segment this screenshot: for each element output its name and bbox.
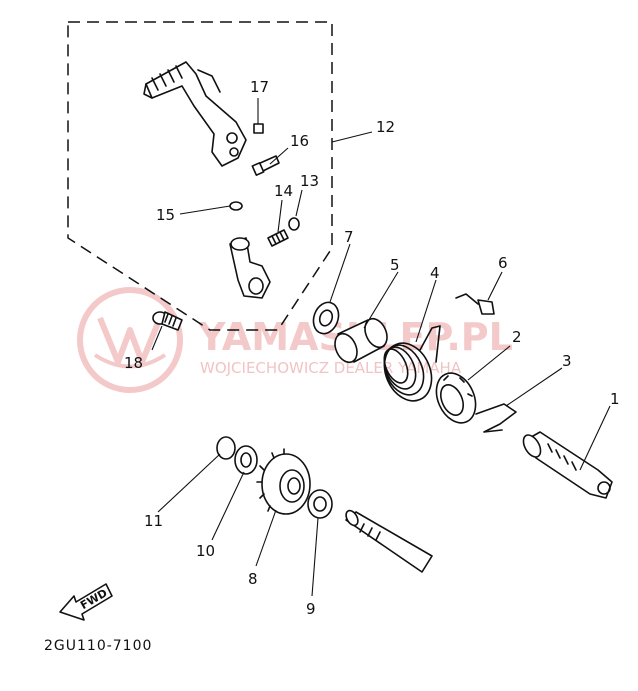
callout-10: 10 [196, 542, 215, 560]
callout-14: 14 [274, 182, 293, 200]
callout-12: 12 [376, 118, 395, 136]
clip-3-shape [475, 403, 517, 433]
bearing-7-shape [312, 301, 340, 335]
callout-15: 15 [156, 206, 175, 224]
callout-11: 11 [144, 512, 163, 530]
callout-6: 6 [498, 254, 508, 272]
callout-17: 17 [250, 78, 269, 96]
bolt-18-shape [152, 311, 183, 331]
washer-10-shape [234, 445, 258, 475]
callout-8: 8 [248, 570, 258, 588]
kick-crank-lever [143, 61, 247, 167]
bolt-6-shape [455, 293, 495, 315]
nut-17-shape [253, 123, 264, 134]
kick-boss-shape [229, 237, 271, 299]
watermark-logo [77, 287, 183, 393]
callout-2: 2 [512, 328, 522, 346]
fwd-arrow: FWD [59, 583, 113, 621]
callout-4: 4 [430, 264, 440, 282]
callout-16: 16 [290, 132, 309, 150]
callout-9: 9 [306, 600, 316, 618]
callout-1: 1 [610, 390, 620, 408]
spring-4-shape [383, 325, 441, 402]
callout-labels: 17 16 12 13 14 15 18 7 5 4 6 2 3 1 11 10… [124, 78, 620, 618]
callout-7: 7 [344, 228, 354, 246]
callout-3: 3 [562, 352, 572, 370]
circlip-11-shape [216, 436, 236, 460]
spring-14-shape [267, 229, 289, 247]
drawing-code: 2GU110-7100 [44, 638, 152, 654]
leader-lines [151, 98, 611, 597]
assembly-outline [67, 21, 333, 331]
washer-9-shape [307, 489, 333, 519]
watermark-tagline: WOJCIECHOWICZ DEALER YAMAHA [200, 359, 462, 377]
callout-18: 18 [124, 354, 143, 372]
piece-15-shape [229, 201, 243, 211]
axle-shape [345, 509, 433, 573]
ball-13-shape [288, 217, 300, 231]
gear-8-shape [256, 448, 311, 515]
fwd-label: FWD [78, 586, 109, 612]
ratchet-2-shape [435, 372, 477, 424]
callout-13: 13 [300, 172, 319, 190]
callout-5: 5 [390, 256, 400, 274]
kick-shaft-1-shape [522, 431, 613, 499]
